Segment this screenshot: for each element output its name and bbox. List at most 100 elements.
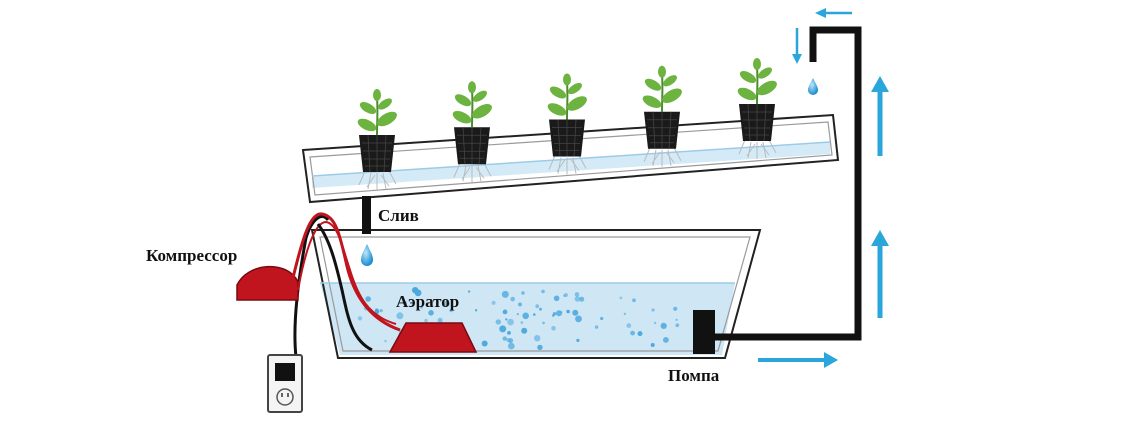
aerator-icon: [388, 322, 478, 353]
flow-arrow-icon: [792, 28, 802, 64]
flow-arrow-icon: [815, 8, 852, 18]
compressor-label: Компрессор: [146, 246, 237, 265]
air-bubble: [566, 309, 570, 314]
air-bubble: [507, 318, 514, 326]
flow-arrow-icon: [871, 76, 889, 156]
air-bubble: [630, 330, 635, 336]
plant-icon: [547, 73, 587, 175]
aeration-system: Компрессор Аэратор: [146, 212, 478, 413]
air-bubble: [481, 340, 488, 347]
reservoir: [310, 229, 762, 359]
air-bubble: [663, 337, 669, 343]
flow-arrow-icon: [871, 230, 889, 318]
return-pipe: [715, 26, 862, 341]
air-bubble: [522, 312, 529, 320]
air-line: [316, 223, 373, 352]
air-bubble: [437, 317, 443, 323]
air-bubble: [572, 309, 579, 316]
air-bubble: [502, 336, 507, 341]
plant-icon: [452, 81, 492, 183]
air-bubble: [521, 327, 528, 334]
air-bubble: [579, 296, 585, 302]
air-tube: [297, 220, 397, 325]
air-bubble: [660, 322, 667, 329]
air-bubble: [502, 309, 508, 315]
reservoir-outline: [310, 229, 762, 359]
air-bubble: [449, 308, 453, 313]
air-bubble: [535, 304, 540, 309]
air-bubble: [675, 318, 678, 321]
air-bubble: [444, 300, 450, 307]
air-bubble: [424, 318, 428, 323]
air-bubble: [541, 289, 545, 294]
air-bubble: [521, 291, 525, 295]
air-bubble: [491, 300, 496, 305]
air-bubble: [637, 331, 643, 337]
air-bubble: [650, 343, 655, 347]
air-bubble: [534, 335, 541, 342]
air-bubble: [402, 300, 408, 306]
air-bubble: [365, 296, 371, 302]
air-bubble: [428, 310, 434, 316]
air-bubble: [505, 318, 508, 321]
air-bubble: [563, 294, 566, 297]
air-bubble: [651, 308, 655, 312]
air-bubble: [560, 311, 563, 314]
air-bubble: [379, 309, 383, 313]
air-bubble: [516, 313, 519, 316]
air-bubble: [653, 321, 657, 325]
air-bubble: [374, 308, 379, 313]
air-bubble: [384, 339, 387, 343]
air-bubble: [518, 302, 522, 307]
power-outlet-icon: [267, 354, 303, 413]
air-bubble: [575, 315, 582, 323]
flow-arrow-icon: [758, 352, 838, 368]
air-bubble: [632, 298, 636, 303]
pump-label: Помпа: [668, 366, 720, 385]
air-bubble: [576, 338, 580, 342]
air-bubble: [594, 325, 599, 329]
air-bubble: [520, 321, 524, 324]
flow-arrows: [758, 8, 889, 368]
drain-pipe: [362, 196, 371, 234]
pump-icon: [693, 310, 715, 354]
air-tube: [290, 212, 401, 332]
air-bubble: [551, 326, 556, 331]
plants: [357, 58, 777, 190]
compressor-icon: [236, 265, 299, 301]
air-bubble: [412, 287, 419, 294]
water-drop-icon: [808, 78, 818, 95]
air-bubble: [467, 290, 471, 293]
drain-label: Слив: [378, 206, 419, 225]
air-bubble: [357, 316, 363, 321]
aerator-label: Аэратор: [396, 292, 459, 311]
air-bubble: [539, 307, 542, 311]
plant-icon: [642, 65, 682, 167]
air-bubble: [552, 314, 555, 317]
air-bubble: [495, 319, 501, 325]
air-bubble: [574, 296, 581, 302]
air-bubble: [626, 323, 632, 328]
air-bubble: [508, 342, 515, 350]
air-bubble: [673, 306, 678, 311]
air-bubble: [506, 338, 511, 343]
air-bubble: [499, 325, 507, 333]
plant-icon: [737, 58, 777, 159]
air-bubble: [396, 312, 404, 320]
reservoir-inner: [319, 236, 751, 352]
air-bubble: [623, 312, 627, 316]
air-bubble: [675, 323, 680, 328]
air-bubble: [600, 316, 604, 321]
air-bubble: [533, 313, 536, 316]
air-bubble: [619, 296, 623, 300]
air-bubble: [507, 331, 511, 335]
plant-icon: [357, 89, 397, 190]
pump-loop: Помпа: [668, 26, 862, 385]
air-bubble: [542, 321, 545, 325]
air-bubble: [510, 296, 515, 302]
water-drop-icon: [361, 244, 373, 266]
air-bubble: [474, 309, 478, 312]
air-bubble: [553, 295, 560, 302]
air-bubble: [420, 306, 423, 309]
